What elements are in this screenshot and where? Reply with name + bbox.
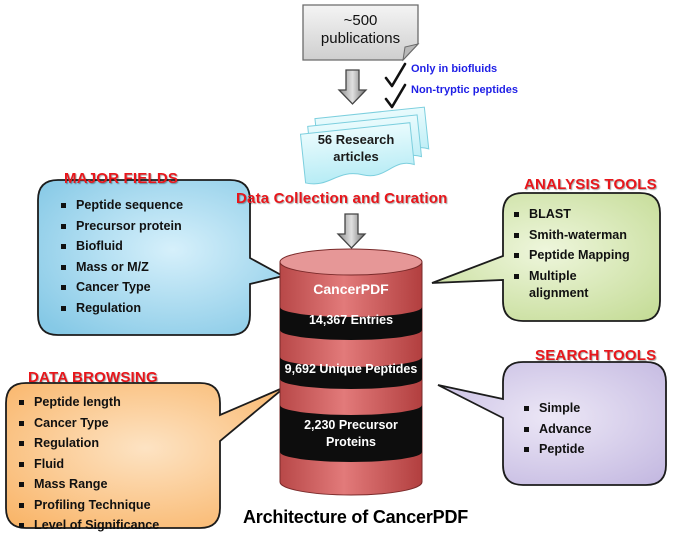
research-articles-count: 56 Research xyxy=(317,132,395,147)
analysis-tools-heading: ANALYSIS TOOLS xyxy=(524,176,657,193)
precursor-count: 2,230 Precursor xyxy=(304,418,398,432)
list-item: Cancer Type xyxy=(56,277,183,298)
search-tools-list: Simple Advance Peptide xyxy=(519,398,592,460)
unique-peptides-label: 9,692 Unique Peptides xyxy=(284,362,418,376)
checkmark-icon xyxy=(384,83,407,109)
list-item: Peptide sequence xyxy=(56,195,183,216)
precursor-proteins-label: 2,230 Precursor Proteins xyxy=(280,417,422,451)
unique-peptides-band xyxy=(280,357,422,389)
arrow-down-icon xyxy=(336,213,367,249)
publications-count: ~500 xyxy=(343,12,378,29)
precursor-proteins-band xyxy=(280,405,422,462)
research-articles-label: 56 Research articles xyxy=(300,131,412,165)
checkmark-icon xyxy=(384,62,407,88)
list-item: Mass or M/Z xyxy=(56,257,183,278)
search-tools-heading: SEARCH TOOLS xyxy=(535,347,657,364)
list-item: Peptide length xyxy=(14,392,159,413)
list-item: Profiling Technique xyxy=(14,495,159,516)
analysis-tools-bubble xyxy=(431,192,661,322)
research-articles-stack xyxy=(299,106,430,185)
data-browsing-list: Peptide length Cancer Type Regulation Fl… xyxy=(14,392,159,536)
analysis-tools-list: BLAST Smith-waterman Peptide Mapping Mul… xyxy=(509,204,630,304)
list-item: Level of Significance xyxy=(14,515,159,536)
database-name: CancerPDF xyxy=(313,281,389,297)
list-item: Biofluid xyxy=(56,236,183,257)
entries-band xyxy=(280,307,422,340)
list-item: Regulation xyxy=(56,298,183,319)
search-tools-bubble xyxy=(437,361,667,486)
publications-text: publications xyxy=(320,30,401,47)
list-item: Fluid xyxy=(14,454,159,475)
list-item-continuation: alignment xyxy=(529,286,589,300)
major-fields-list: Peptide sequence Precursor protein Biofl… xyxy=(56,195,183,318)
list-item: Simple xyxy=(519,398,592,419)
precursor-text: Proteins xyxy=(325,435,376,449)
data-browsing-bubble xyxy=(5,382,286,529)
research-articles-text: articles xyxy=(333,149,379,164)
list-item: Cancer Type xyxy=(14,413,159,434)
list-item: Peptide Mapping xyxy=(509,245,630,266)
arrow-down-icon xyxy=(337,69,368,105)
list-item: Regulation xyxy=(14,433,159,454)
data-collection-title: Data Collection and Curation xyxy=(236,190,448,207)
list-item: Mass Range xyxy=(14,474,159,495)
filter-only-biofluids: Only in biofluids xyxy=(411,63,498,75)
list-item: Advance xyxy=(519,419,592,440)
list-item: BLAST xyxy=(509,204,630,225)
list-item: Multiple xyxy=(509,266,630,287)
database-cylinder xyxy=(279,248,423,496)
list-item: Precursor protein xyxy=(56,216,183,237)
filter-non-tryptic: Non-tryptic peptides xyxy=(411,84,518,96)
major-fields-heading: MAJOR FIELDS xyxy=(64,170,179,187)
data-browsing-heading: DATA BROWSING xyxy=(28,369,158,386)
major-fields-bubble xyxy=(37,179,286,336)
list-item: Peptide xyxy=(519,439,592,460)
entries-label: 14,367 Entries xyxy=(308,313,394,327)
diagram-caption: Architecture of CancerPDF xyxy=(243,507,469,527)
list-item: Smith-waterman xyxy=(509,225,630,246)
publications-label: ~500 publications xyxy=(303,12,418,48)
